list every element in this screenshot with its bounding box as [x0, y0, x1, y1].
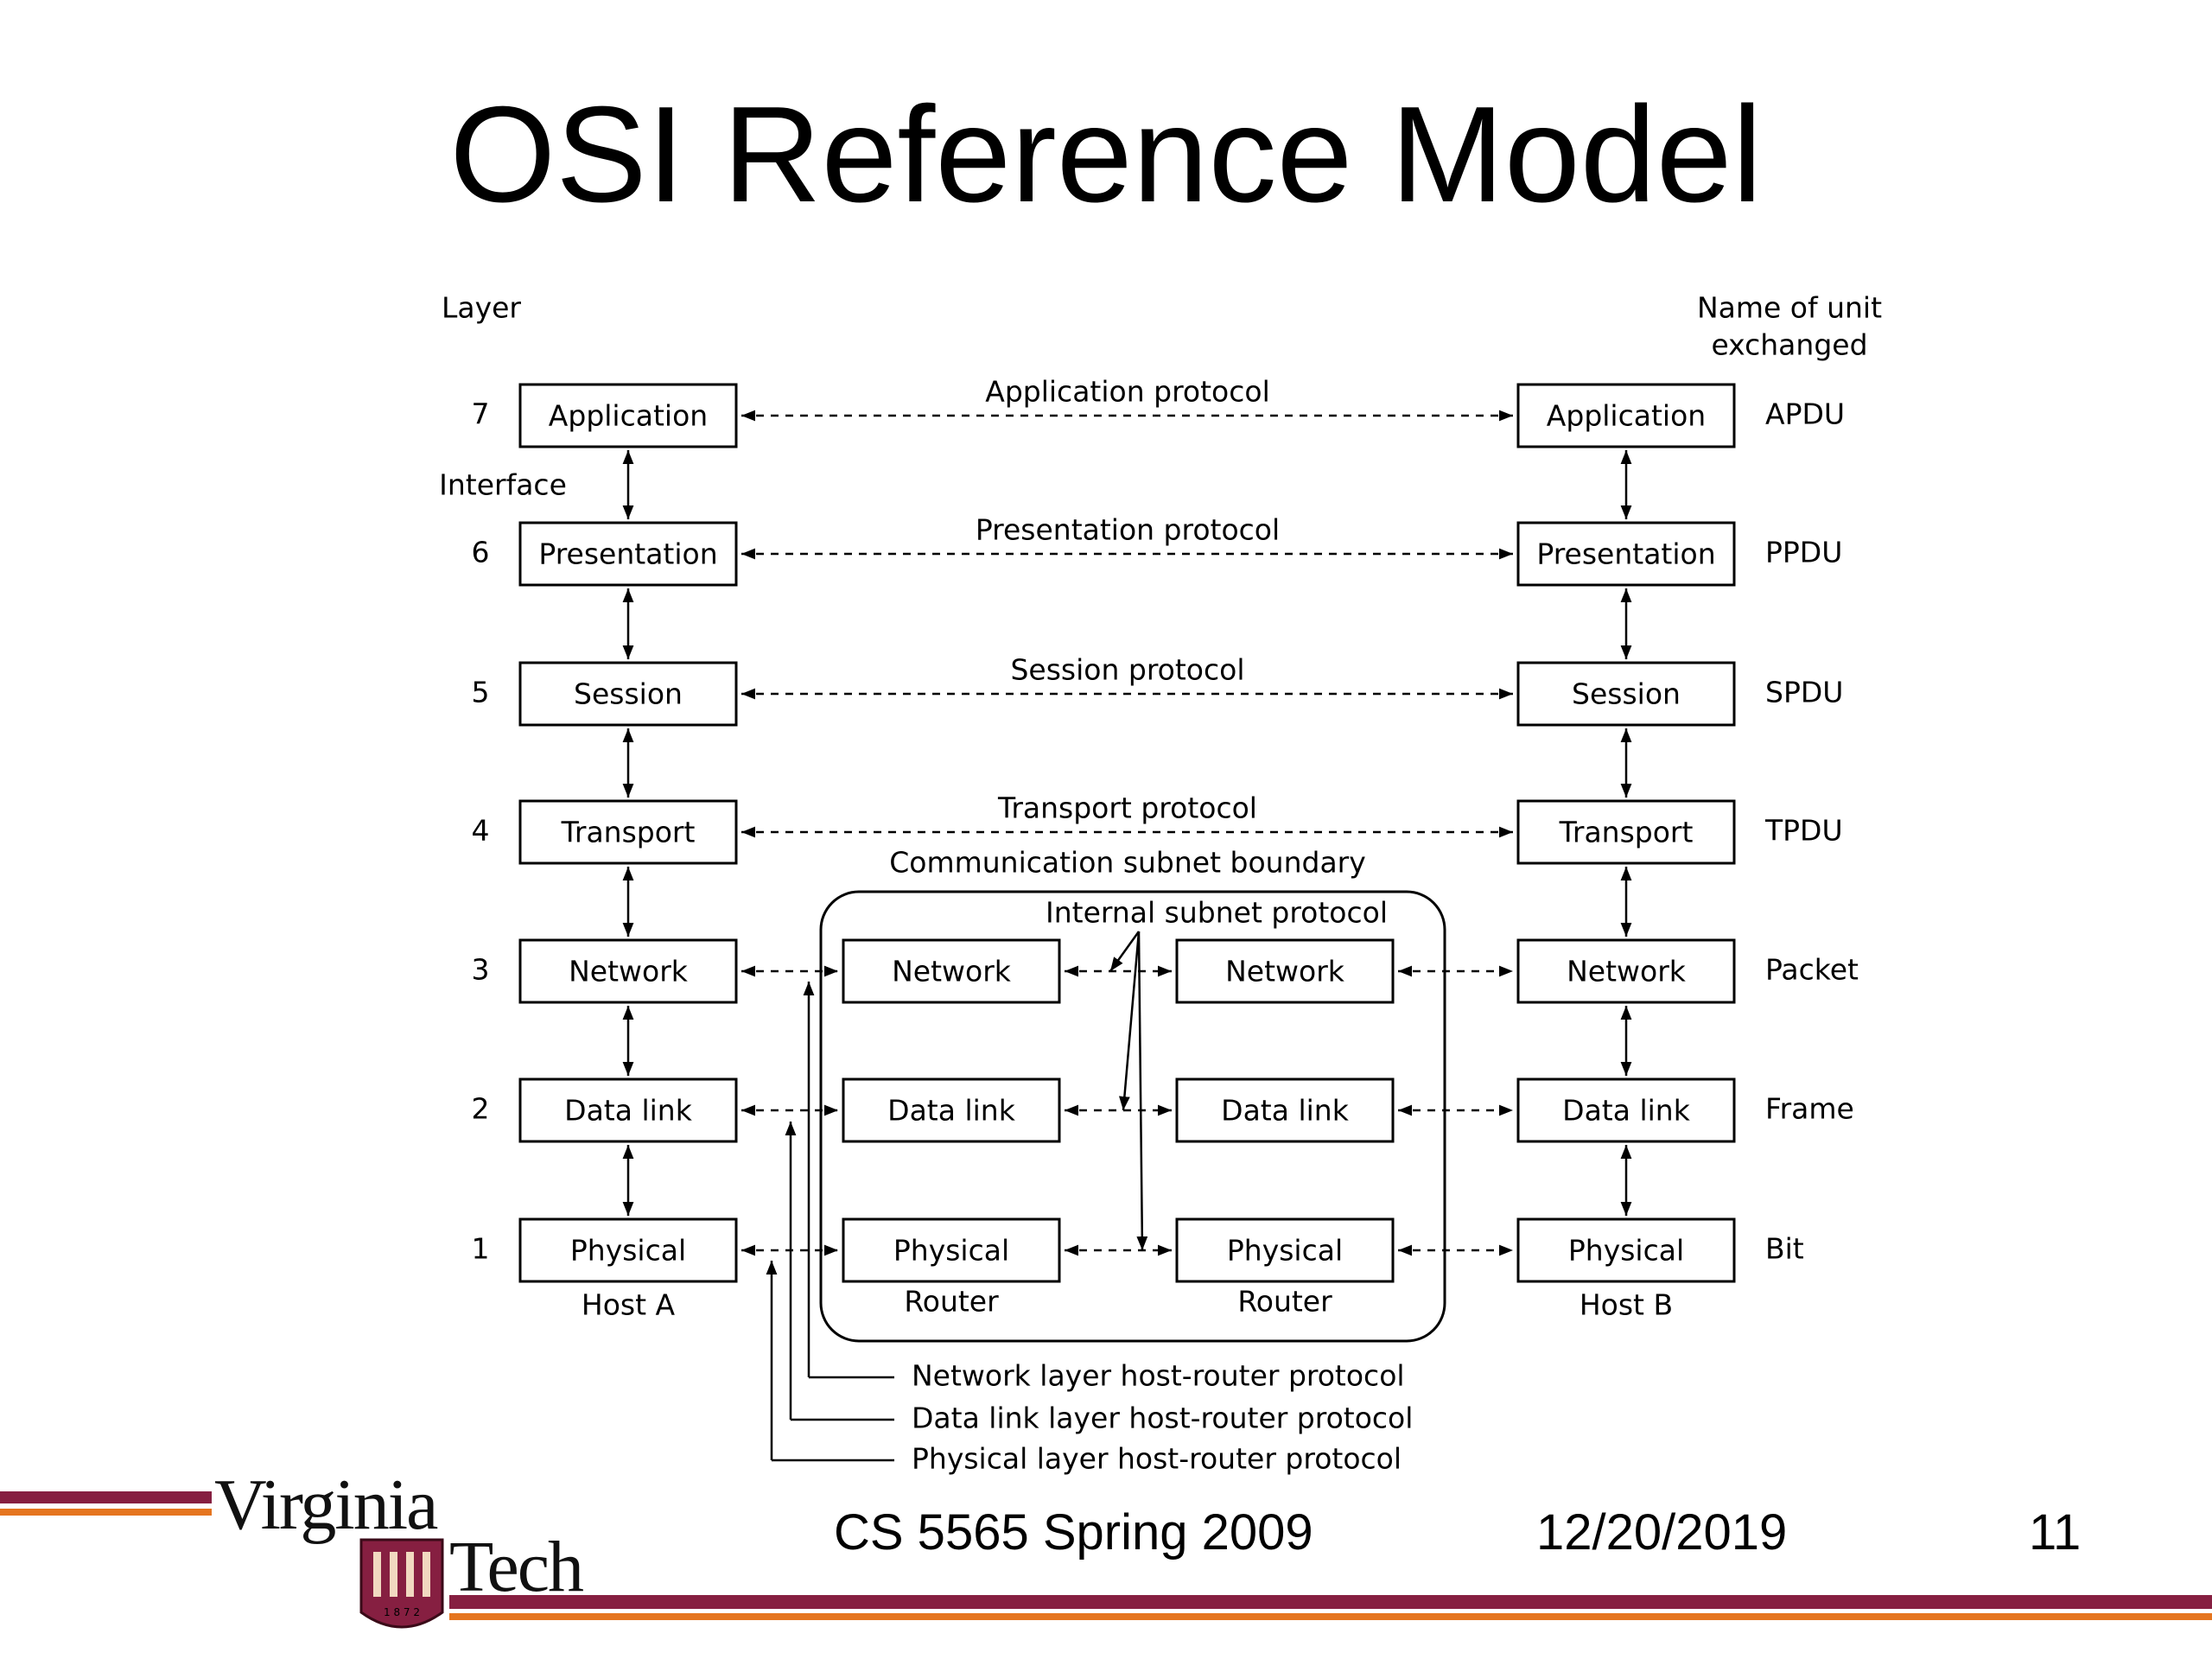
router-2-physical-box: [1175, 1217, 1395, 1283]
host-a-physical-box: [518, 1217, 738, 1283]
host-a-network-box-label: Network: [569, 955, 689, 988]
host-b-transport-box-label: Transport: [1559, 816, 1694, 849]
logo-shield-year: 1 8 7 2: [384, 1606, 420, 1618]
unit-tpdu: TPDU: [1764, 814, 1843, 848]
unit-spdu: SPDU: [1765, 676, 1843, 709]
unit-frame: Frame: [1765, 1092, 1854, 1126]
internal-pointer-network: [1109, 931, 1141, 972]
footer-bar-right-maroon: [449, 1595, 2212, 1609]
layer-number-5: 5: [472, 676, 490, 709]
callout-label-physical: Physical layer host-router protocol: [912, 1442, 1402, 1476]
host-b-presentation-box: [1516, 521, 1736, 587]
router-1-physical-box: [842, 1217, 1061, 1283]
host-a-network-box: [518, 938, 738, 1004]
unit-ppdu: PPDU: [1765, 536, 1842, 569]
logo-shield-pillar: [390, 1552, 397, 1597]
router-1-data-link-box: [842, 1077, 1061, 1143]
logo-wordmark-tech: Tech: [449, 1527, 584, 1607]
router-1-physical-box-label: Physical: [893, 1234, 1009, 1268]
callout-label-datalink: Data link layer host-router protocol: [912, 1402, 1413, 1435]
layer-number-1: 1: [472, 1232, 490, 1266]
host-a-session-box: [518, 661, 738, 727]
router-1-network-box: [842, 938, 1061, 1004]
unit-bit: Bit: [1765, 1232, 1804, 1266]
interface-label: Interface: [439, 468, 567, 502]
router-1-label: Router: [904, 1285, 999, 1319]
unit-packet: Packet: [1765, 953, 1859, 987]
host-a-application-box-label: Application: [549, 399, 708, 433]
router-2-physical-box-label: Physical: [1227, 1234, 1343, 1268]
footer-date: 12/20/2019: [1536, 1504, 1788, 1560]
footer-bar-left-maroon: [0, 1491, 212, 1503]
subnet-boundary: [819, 890, 1446, 1343]
subnet-boundary-label: Communication subnet boundary: [889, 846, 1366, 880]
logo-shield-pillar: [373, 1552, 381, 1597]
layer-number-3: 3: [472, 953, 490, 987]
unit-heading-line1: Name of unit: [1697, 291, 1882, 325]
host-b-physical-box: [1516, 1217, 1736, 1283]
router-1-data-link-box-label: Data link: [887, 1094, 1016, 1128]
host-b-data-link-box: [1516, 1077, 1736, 1143]
host-b-presentation-box-label: Presentation: [1536, 537, 1715, 571]
host-a-physical-box-label: Physical: [570, 1234, 686, 1268]
host-a-presentation-box: [518, 521, 738, 587]
logo-shield-pillar: [423, 1552, 430, 1597]
host-b-session-box: [1516, 661, 1736, 727]
host-b-network-box: [1516, 938, 1736, 1004]
router-2-network-box-label: Network: [1225, 955, 1345, 988]
logo-shield-pillar: [406, 1552, 414, 1597]
layer-number-2: 2: [472, 1092, 490, 1126]
layer-heading: Layer: [442, 291, 521, 325]
protocol-label-transport: Transport protocol: [997, 791, 1257, 825]
internal-pointer-physical: [1136, 931, 1148, 1251]
router-2-data-link-box-label: Data link: [1221, 1094, 1350, 1128]
host-a-session-box-label: Session: [574, 677, 683, 711]
host-b-application-box-label: Application: [1547, 399, 1706, 433]
host-b-label: Host B: [1580, 1288, 1673, 1322]
internal-pointer-datalink: [1119, 931, 1141, 1111]
host-b-transport-box: [1516, 799, 1736, 865]
protocol-label-application: Application protocol: [985, 375, 1269, 409]
router-1-network-box-label: Network: [892, 955, 1012, 988]
footer-bar-right-orange: [449, 1613, 2212, 1620]
host-b-network-box-label: Network: [1567, 955, 1687, 988]
host-b-physical-box-label: Physical: [1568, 1234, 1684, 1268]
protocol-label-session: Session protocol: [1010, 653, 1244, 687]
host-a-transport-box: [518, 799, 738, 865]
host-b-data-link-box-label: Data link: [1562, 1094, 1691, 1128]
host-a-presentation-box-label: Presentation: [538, 537, 717, 571]
host-b-application-box: [1516, 383, 1736, 448]
host-a-data-link-box: [518, 1077, 738, 1143]
slide-title: OSI Reference Model: [449, 79, 1763, 231]
logo-wordmark-virginia: Virginia: [214, 1465, 438, 1545]
host-a-transport-box-label: Transport: [561, 816, 696, 849]
internal-protocol-label: Internal subnet protocol: [1046, 896, 1388, 930]
footer-page-number: 11: [2029, 1504, 2082, 1560]
host-b-session-box-label: Session: [1572, 677, 1681, 711]
layer-number-6: 6: [472, 536, 490, 569]
router-2-data-link-box: [1175, 1077, 1395, 1143]
unit-heading-line2: exchanged: [1711, 328, 1867, 362]
router-2-label: Router: [1237, 1285, 1332, 1319]
logo-shield-icon: [359, 1538, 444, 1629]
callout-label-network: Network layer host-router protocol: [912, 1359, 1405, 1393]
unit-apdu: APDU: [1765, 397, 1845, 431]
layer-number-4: 4: [472, 814, 490, 848]
router-2-network-box: [1175, 938, 1395, 1004]
protocol-label-presentation: Presentation protocol: [976, 513, 1280, 547]
host-a-label: Host A: [582, 1288, 676, 1322]
footer-bar-left-orange: [0, 1509, 212, 1516]
layer-number-7: 7: [472, 397, 490, 431]
host-a-application-box: [518, 383, 738, 448]
host-a-data-link-box-label: Data link: [564, 1094, 693, 1128]
footer-course: CS 5565 Spring 2009: [834, 1504, 1313, 1560]
